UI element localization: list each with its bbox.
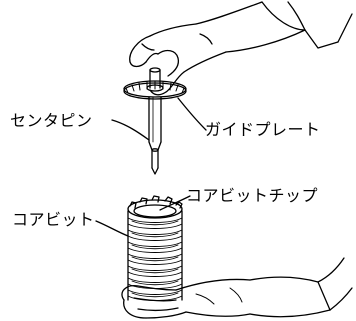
core-bit-tip-leader-line xyxy=(159,195,191,211)
label-core-bit: コアビット xyxy=(12,210,95,229)
center-pin-leader-line xyxy=(111,119,150,141)
core-bit-leader-line xyxy=(95,220,129,237)
lower-hand-illustration xyxy=(121,257,353,319)
label-guide-plate: ガイドプレート xyxy=(205,120,321,139)
label-core-bit-tip: コアビットチップ xyxy=(186,186,319,205)
upper-hand-illustration xyxy=(129,1,353,96)
guide-plate-leader-line xyxy=(177,97,207,131)
center-pin-illustration xyxy=(148,67,162,175)
label-center-pin: センタピン xyxy=(10,111,93,130)
guide-plate-illustration xyxy=(123,80,187,100)
core-bit-illustration xyxy=(127,195,183,301)
